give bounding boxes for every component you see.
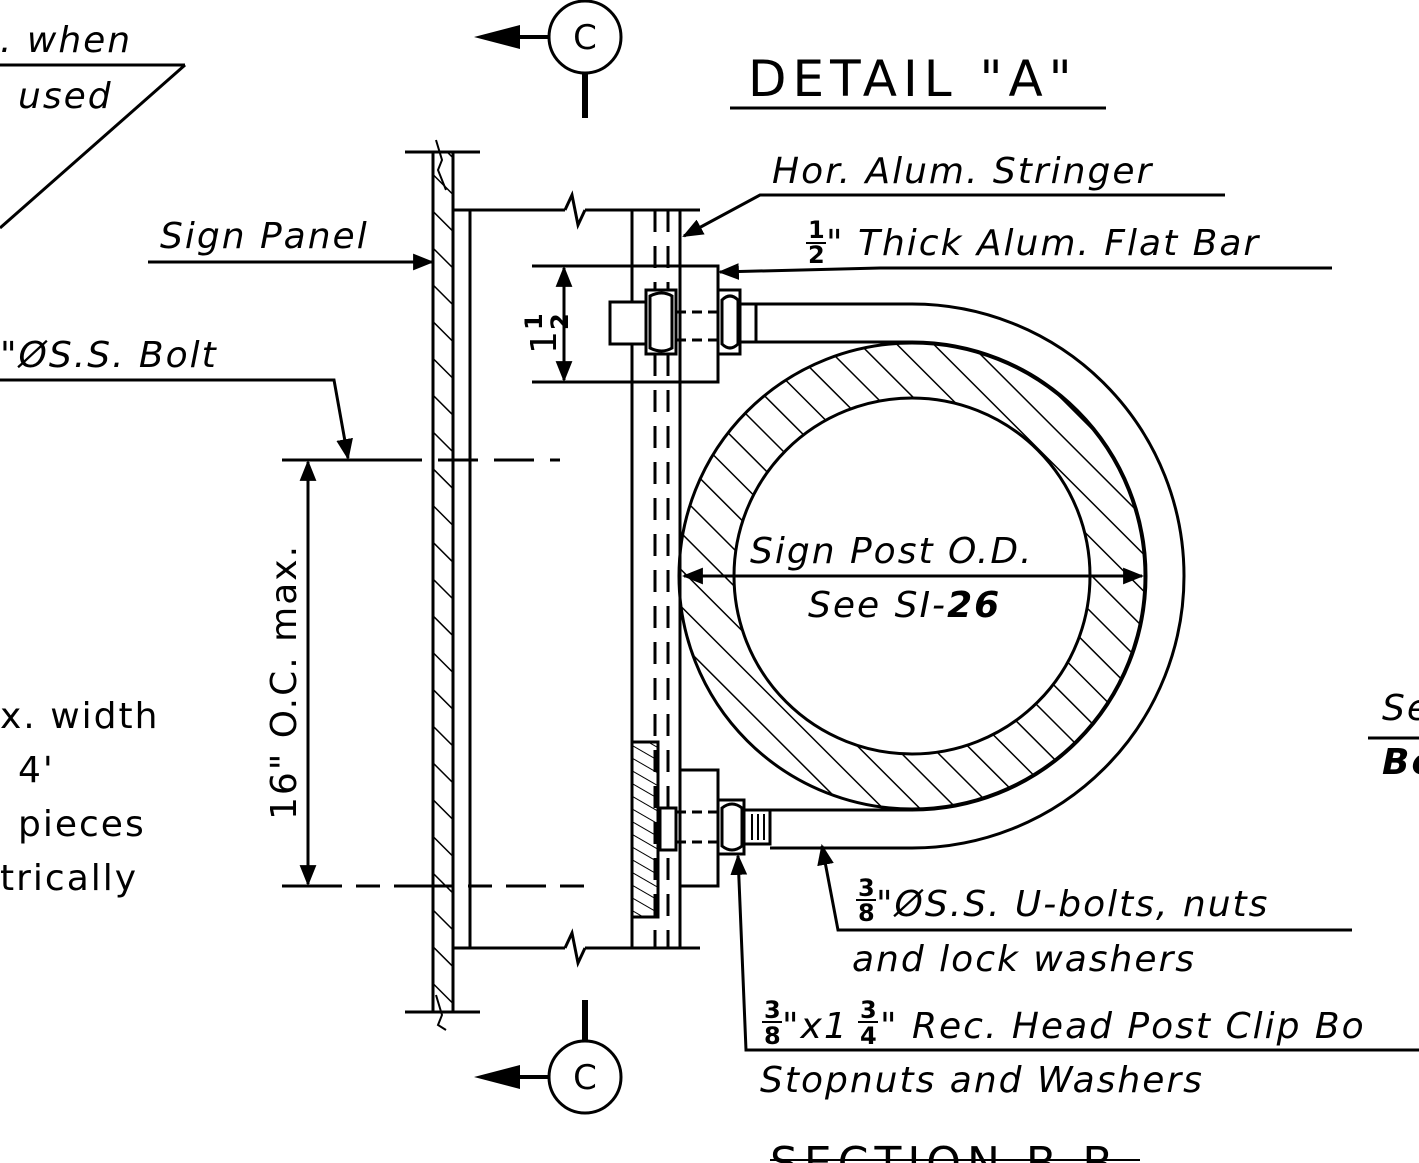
- label-stringer: Hor. Alum. Stringer: [772, 151, 1153, 192]
- label-bolt-fragment: "ØS.S. Bolt: [0, 335, 218, 376]
- clip-fraction2-num: 3: [860, 996, 877, 1024]
- flat-bar-top: [678, 264, 720, 384]
- bolt-spacing-dimension: [282, 458, 612, 888]
- detail-title: DETAIL "A": [748, 50, 1078, 108]
- label-bolt-spacing: 16" O.C. max.: [264, 544, 305, 820]
- label-clip-mid: "x1: [782, 1006, 849, 1047]
- dim-frac-num: 1: [520, 313, 548, 330]
- leader-bolt: [0, 378, 353, 461]
- label-width-line-4: trically: [0, 858, 138, 899]
- top-bolt-assembly: [608, 288, 758, 356]
- sign-panel: [405, 139, 480, 1031]
- ubolt-fraction-num: 3: [858, 874, 875, 902]
- label-width-line-2: 4': [18, 750, 55, 791]
- u-bolt-inner: [756, 340, 1148, 812]
- flat-bar-fraction-den: 2: [808, 241, 825, 269]
- section-bb-title: SECTION B-B: [770, 1138, 1119, 1163]
- u-bolt-outer: [756, 302, 1186, 850]
- section-cut-letter-bottom: C: [573, 1058, 597, 1098]
- note-used-fragment: used: [18, 76, 113, 117]
- bottom-bolt-assembly: [658, 798, 772, 856]
- label-stopnuts: Stopnuts and Washers: [760, 1060, 1204, 1101]
- label-flat-bar: " Thick Alum. Flat Bar: [826, 223, 1260, 264]
- leader-clip-bolt: [730, 853, 1419, 1052]
- label-width-line-3: pieces: [18, 804, 146, 845]
- clip-block-hatch: [630, 740, 660, 919]
- label-u-bolts: "ØS.S. U-bolts, nuts: [876, 884, 1269, 925]
- section-cut-letter-top: C: [573, 18, 597, 58]
- section-cut-top: [474, 0, 623, 118]
- note-leader-top-left: [0, 63, 186, 230]
- see-si-prefix: See SI-: [808, 585, 947, 626]
- flat-bar-fraction-num: 1: [808, 216, 825, 244]
- clip-fraction1-num: 3: [764, 996, 781, 1024]
- label-width-line-1: x. width: [0, 696, 159, 737]
- label-lock-washers: and lock washers: [852, 939, 1196, 980]
- label-see-si: See SI-26: [808, 585, 1001, 626]
- flat-bar-height-dimension: [532, 264, 680, 384]
- label-clip-bolt: " Rec. Head Post Clip Bo: [880, 1006, 1366, 1047]
- flat-bar-bottom: [678, 768, 720, 888]
- ubolt-fraction-den: 8: [858, 899, 875, 927]
- label-right-se: Se: [1382, 688, 1419, 729]
- see-si-number: 26: [947, 585, 1001, 626]
- dim-frac-whole: 1: [524, 329, 565, 354]
- leader-stringer: [682, 193, 1225, 238]
- note-when-fragment: . when: [0, 20, 132, 61]
- leader-u-bolt: [817, 843, 1352, 932]
- label-right-bo: Bo: [1382, 742, 1419, 783]
- flat-bar-height-text: 1 1 2: [520, 313, 574, 354]
- label-sign-panel: Sign Panel: [160, 216, 369, 257]
- clip-fraction1-den: 8: [764, 1022, 781, 1050]
- leader-flat-bar: [717, 263, 1332, 280]
- dim-frac-den: 2: [546, 313, 574, 330]
- label-post-od: Sign Post O.D.: [750, 531, 1034, 572]
- section-cut-bottom: [474, 1000, 623, 1115]
- clip-fraction2-den: 4: [860, 1022, 877, 1050]
